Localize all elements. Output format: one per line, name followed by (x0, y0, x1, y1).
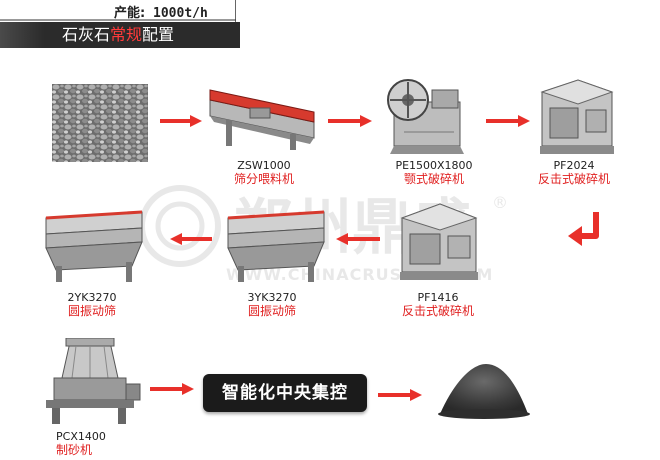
flow-arrow-1 (160, 115, 202, 127)
step-name: 制砂机 (56, 443, 93, 457)
step-model: PF2024 (553, 159, 595, 172)
capacity-text: 产能: 1000t/h (114, 2, 208, 21)
limestone-raw-image (52, 84, 148, 162)
step-name: 反击式破碎机 (537, 172, 610, 186)
step-model: ZSW1000 (237, 159, 291, 172)
flow-arrow-3 (486, 115, 530, 127)
step-model: PE1500X1800 (395, 159, 473, 172)
title-highlight: 常规 (110, 25, 143, 44)
flow-arrow-5 (170, 233, 212, 245)
capacity-label: 产能: (114, 6, 146, 21)
sand-product-image (438, 364, 530, 419)
registered-mark: ® (492, 193, 508, 212)
central-control-label: 智能化中央集控 (203, 374, 367, 412)
step-name: 筛分喂料机 (233, 172, 294, 186)
step-name: 圆振动筛 (67, 304, 116, 318)
title-part2: 配置 (142, 25, 175, 44)
flow-arrow-2 (328, 115, 372, 127)
step-caption-feeder: ZSW1000 筛分喂料机 (224, 159, 304, 187)
vibrating-screen-2yk-image (45, 210, 143, 282)
step-caption-2yk: 2YK3270 圆振动筛 (52, 291, 132, 319)
flow-arrow-6 (150, 383, 194, 395)
flow-arrow-return (568, 212, 599, 246)
title-part1: 石灰石 (62, 25, 111, 44)
vibrating-feeder-image (209, 89, 315, 150)
jaw-crusher-image (387, 79, 464, 154)
header-rule (0, 0, 236, 22)
flow-arrow-4 (336, 233, 380, 245)
vibrating-screen-3yk-image (227, 210, 325, 282)
step-caption-3yk: 3YK3270 圆振动筛 (232, 291, 312, 319)
page-title: 石灰石常规配置 (0, 22, 240, 48)
step-model: PCX1400 (56, 430, 106, 443)
flow-arrow-7 (378, 389, 422, 401)
step-caption-pcx: PCX1400 制砂机 (56, 430, 136, 458)
step-name: 颚式破碎机 (403, 172, 464, 186)
step-name: 反击式破碎机 (401, 304, 474, 318)
step-caption-pf1416: PF1416 反击式破碎机 (390, 291, 486, 319)
step-caption-pf2024: PF2024 反击式破碎机 (526, 159, 622, 187)
step-model: PF1416 (417, 291, 459, 304)
impact-crusher-small-image (400, 203, 478, 280)
impact-crusher-large-image (540, 79, 614, 154)
step-caption-jaw: PE1500X1800 颚式破碎机 (386, 159, 482, 187)
step-name: 圆振动筛 (247, 304, 296, 318)
step-model: 2YK3270 (67, 291, 117, 304)
capacity-value: 1000t/h (153, 6, 208, 21)
step-model: 3YK3270 (247, 291, 297, 304)
sand-making-machine-image (46, 338, 141, 424)
